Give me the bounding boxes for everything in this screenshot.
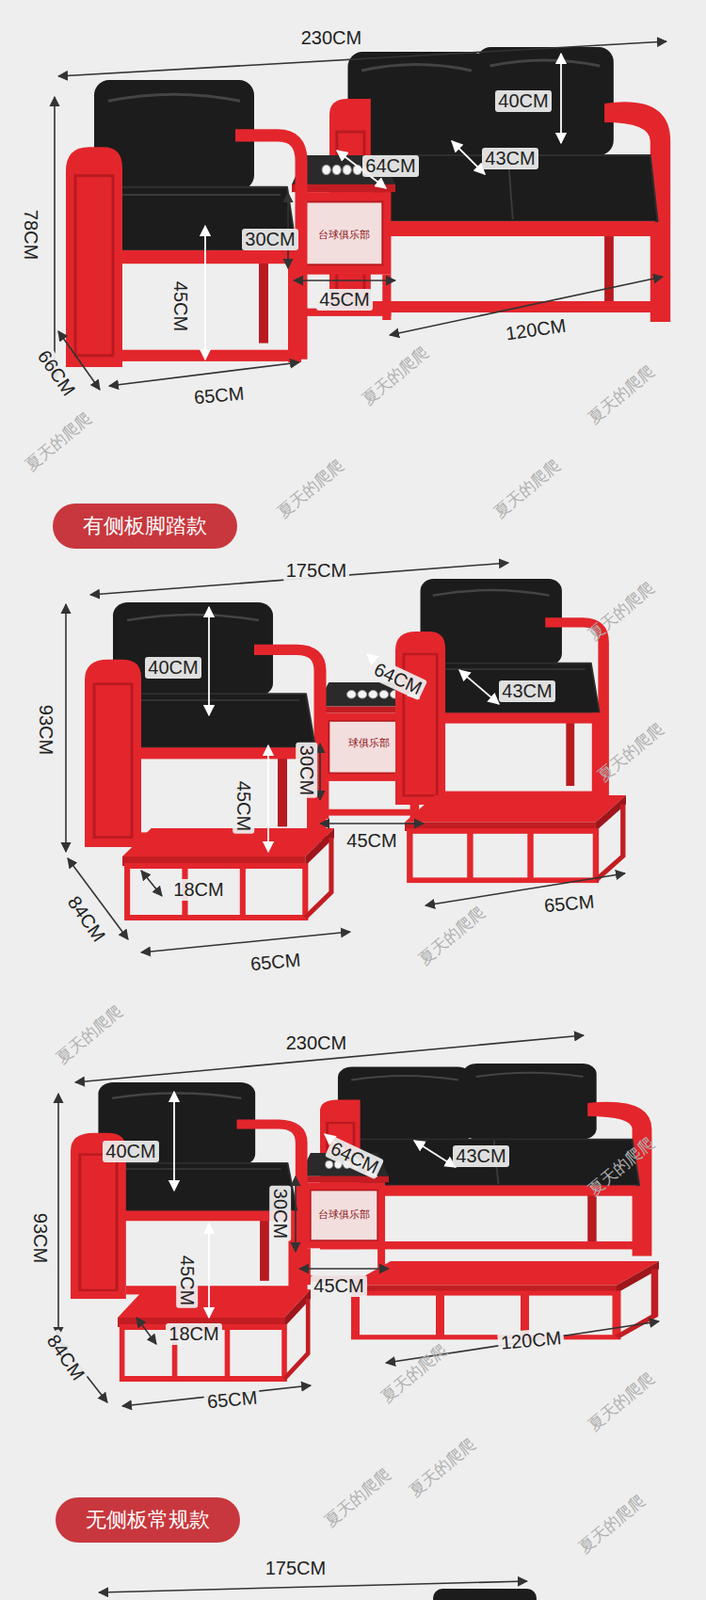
watermark: 夏天的爬爬 xyxy=(575,1492,649,1558)
watermark: 夏天的爬爬 xyxy=(584,1369,658,1436)
dimension-label: 120CM xyxy=(497,1326,565,1354)
dimension-label: 40CM xyxy=(144,657,201,679)
dimension-label: 45CM xyxy=(232,777,255,834)
logo-text: 球俱乐部 xyxy=(346,738,392,751)
dimension-label: 18CM xyxy=(170,879,226,901)
dimension-label: 120CM xyxy=(500,314,570,346)
watermark: 夏天的爬爬 xyxy=(415,903,489,970)
dimension-label: 45CM xyxy=(343,830,400,852)
watermark: 夏天的爬爬 xyxy=(21,409,96,476)
watermark: 夏天的爬爬 xyxy=(584,362,658,429)
watermark: 夏天的爬爬 xyxy=(273,456,348,523)
dimension-label: 175CM xyxy=(262,1557,329,1580)
watermark: 夏天的爬爬 xyxy=(405,1435,480,1502)
dimension-label: 45CM xyxy=(310,1275,367,1298)
watermark: 夏天的爬爬 xyxy=(490,456,564,523)
dimension-label: 30CM xyxy=(269,1185,291,1241)
dimension-label: 43CM xyxy=(481,147,538,170)
dimension-label: 30CM xyxy=(241,228,298,251)
dimension-label: 65CM xyxy=(203,1386,261,1413)
dimension-label: 40CM xyxy=(102,1140,159,1163)
dimension-label: 65CM xyxy=(190,382,248,409)
dimension-label: 84CM xyxy=(62,889,113,948)
logo-text: 台球俱乐部 xyxy=(316,1209,372,1222)
dimension-label: 78CM xyxy=(19,206,42,262)
watermark: 夏天的爬爬 xyxy=(320,1465,395,1532)
dimension-label: 30CM xyxy=(295,741,318,798)
dimension-label: 65CM xyxy=(246,948,305,976)
style-badge: 无侧板常规款 xyxy=(55,1497,241,1543)
dimension-label: 43CM xyxy=(498,680,555,703)
badge-text: 无侧板常规款 xyxy=(85,1506,210,1535)
dimension-label: 43CM xyxy=(452,1145,509,1168)
watermark: 夏天的爬爬 xyxy=(377,1341,451,1408)
dimension-label: 93CM xyxy=(34,701,57,757)
dimension-label: 230CM xyxy=(298,27,365,49)
watermark: 夏天的爬爬 xyxy=(52,1002,127,1069)
dimension-label: 18CM xyxy=(165,1323,222,1346)
logo-text: 台球俱乐部 xyxy=(316,229,372,242)
dimension-label: 40CM xyxy=(495,90,551,113)
dimension-label: 45CM xyxy=(316,288,372,311)
dimension-label: 230CM xyxy=(283,1032,350,1055)
dimension-label: 175CM xyxy=(283,560,350,582)
watermark: 夏天的爬爬 xyxy=(584,578,658,645)
dimension-label: 45CM xyxy=(169,277,192,334)
dimension-label: 45CM xyxy=(176,1251,198,1308)
badge-text: 有侧板脚踏款 xyxy=(82,512,208,541)
dimension-label: 93CM xyxy=(29,1209,51,1266)
dimension-label: 64CM xyxy=(362,155,418,177)
watermark: 夏天的爬爬 xyxy=(358,343,433,410)
dimension-label: 84CM xyxy=(41,1328,92,1387)
dimension-label: 65CM xyxy=(540,890,598,917)
style-badge: 有侧板脚踏款 xyxy=(52,503,238,549)
